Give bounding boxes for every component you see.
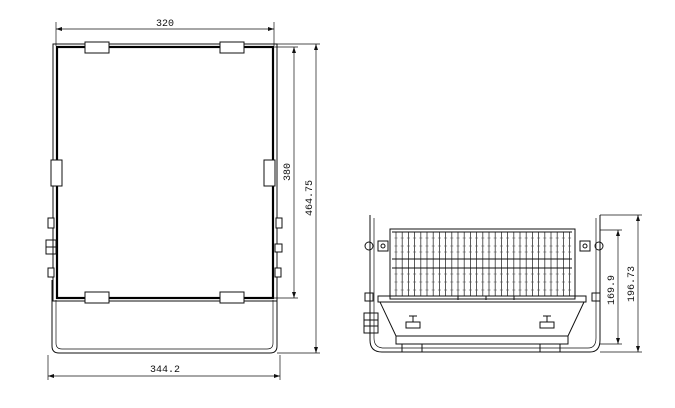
front-view: 320 (45, 19, 320, 380)
pivot-left (364, 240, 389, 252)
housing-screws (457, 296, 515, 300)
front-glass-plate (377, 295, 587, 303)
clip-top-left (84, 41, 110, 54)
dimension-right-inner: 380 (273, 46, 298, 299)
pivot-right (579, 240, 604, 252)
lamp-body-outline (52, 43, 278, 302)
u-bracket-outer (51, 280, 278, 354)
dimension-bottom: 344.2 (47, 355, 281, 380)
side-bracket-inner (373, 218, 597, 349)
side-view: 169.9 196.73 (363, 214, 642, 353)
panel-clips (50, 41, 276, 304)
u-bracket-inner (55, 300, 274, 350)
dimension-label-464-75: 464.75 (305, 180, 316, 216)
dimension-label-320: 320 (156, 19, 174, 30)
dimension-label-196-73: 196.73 (627, 266, 638, 302)
side-bracket-outer (369, 215, 601, 353)
dimension-top: 320 (55, 19, 275, 46)
dimension-label-169-9: 169.9 (607, 275, 618, 305)
dimension-label-380: 380 (283, 163, 294, 181)
clip-bottom-left (84, 291, 110, 304)
housing-body (379, 301, 585, 337)
clip-bottom-right (219, 291, 245, 304)
heatsink-fins (394, 232, 572, 296)
housing-base (395, 336, 569, 345)
clip-top-right (219, 41, 245, 54)
cable-gland (363, 312, 379, 334)
dimension-label-344-2: 344.2 (150, 365, 180, 376)
side-dimension-outer: 196.73 (600, 214, 642, 353)
dimension-right-outer: 464.75 (277, 43, 320, 354)
heatsink-frame (389, 228, 576, 300)
clip-mid-left (50, 159, 63, 187)
side-screws (45, 217, 283, 278)
side-dimension-inner: 169.9 (600, 229, 622, 345)
clip-mid-right (263, 159, 276, 187)
lamp-glass-panel (55, 45, 275, 300)
